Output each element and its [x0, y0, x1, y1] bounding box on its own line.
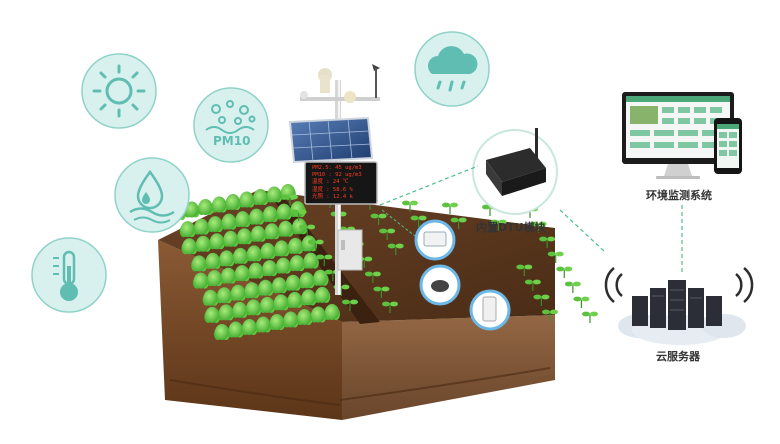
lettuce-plant	[211, 196, 228, 213]
sprout-plant	[370, 213, 387, 225]
lettuce-plant	[231, 301, 248, 318]
lettuce-plant	[216, 287, 233, 304]
sprout-plant	[442, 202, 458, 214]
sprout-plant	[402, 200, 418, 212]
sprout-plant	[387, 243, 404, 255]
lettuce-plant	[220, 213, 237, 230]
lettuce-plant	[314, 286, 331, 303]
lettuce-plant	[271, 277, 288, 294]
monitoring-screens	[622, 92, 742, 179]
humidity-drop-icon	[114, 157, 190, 233]
thermometer-icon	[31, 237, 107, 313]
lettuce-plant	[238, 191, 255, 208]
lettuce-plant	[248, 208, 265, 225]
lettuce-plant	[262, 206, 279, 223]
lettuce-plant	[181, 238, 198, 255]
sprout-plant	[364, 271, 381, 283]
lettuce-plant	[296, 309, 313, 325]
sprout-plant	[450, 217, 467, 229]
lettuce-plant	[243, 282, 260, 299]
sprout-plant	[342, 299, 358, 311]
lettuce-plant	[266, 186, 283, 203]
lettuce-plant	[204, 306, 221, 323]
lettuce-plant	[191, 255, 208, 272]
sprout-plant	[382, 301, 398, 313]
sun-icon	[81, 53, 157, 129]
lettuce-plant	[282, 311, 299, 328]
lettuce-plant	[259, 242, 276, 259]
lettuce-plant	[275, 203, 292, 220]
led-row: 湿度 : 58.6 %	[312, 186, 353, 193]
sensor-callouts	[381, 209, 511, 331]
lettuce-plant	[269, 314, 285, 330]
wind-vane-icon	[372, 64, 380, 71]
lettuce-plant	[286, 291, 303, 308]
lettuce-plant	[214, 324, 230, 340]
sprout-plant	[524, 279, 541, 291]
led-display-text: PM2.5: 45 ug/m3 PM10 : 92 ug/m3 温度 : 24 …	[312, 165, 362, 201]
sprout-plant	[410, 215, 427, 227]
sprout-plant	[582, 311, 598, 323]
sprout-plant	[533, 294, 550, 306]
dtu-module	[472, 128, 558, 215]
lettuce-plant	[300, 289, 317, 306]
sprout-plant	[290, 209, 307, 221]
sprout-plant	[490, 219, 507, 231]
led-display	[304, 161, 378, 205]
led-row: 温度 : 24 ℃	[312, 179, 349, 186]
sprout-plant	[282, 194, 298, 206]
led-row: 光照 : 12.4 k	[312, 193, 353, 200]
lettuce-plant	[225, 194, 241, 210]
rain-cloud-icon	[414, 31, 490, 107]
lettuce-plant	[250, 225, 267, 242]
cloud-server	[604, 267, 754, 345]
lettuce-plant	[206, 270, 223, 287]
lettuce-plant	[324, 304, 340, 320]
sprout-plant	[530, 221, 547, 233]
lettuce-plant	[197, 199, 214, 215]
lettuce-plant	[257, 279, 274, 296]
led-row: PM2.5: 45 ug/m3	[312, 165, 362, 171]
sprout-plant	[556, 266, 573, 278]
wifi-signal-icon	[604, 267, 754, 303]
lettuce-plant	[275, 257, 292, 274]
lettuce-plant	[241, 319, 258, 335]
lettuce-plant	[287, 237, 304, 254]
lettuce-plant	[245, 299, 262, 316]
monitor-system-label: 环境监测系统	[646, 189, 712, 202]
connection-lines	[379, 165, 683, 272]
sprout-plant	[516, 264, 533, 276]
lettuce-plant	[232, 247, 249, 264]
lettuce-plant	[312, 269, 329, 286]
weather-station	[288, 64, 380, 295]
cloud-server-label: 云服务器	[656, 350, 700, 363]
lettuce-plants	[170, 184, 340, 340]
sprout-plant	[539, 236, 556, 248]
sprout-plant	[542, 309, 558, 321]
pm10-icon	[193, 87, 269, 163]
solar-panel	[288, 116, 374, 164]
led-row: PM10 : 92 ug/m3	[312, 172, 362, 179]
pm10-icon-label: PM10	[213, 134, 251, 148]
sprout-plant	[316, 254, 333, 266]
sprout-plant	[307, 239, 324, 251]
sprout-plant	[564, 281, 581, 293]
sprout-plant	[373, 286, 390, 298]
sprout-plant	[379, 228, 396, 240]
sprout-plant	[299, 224, 316, 236]
sprout-plant	[547, 251, 564, 263]
sprout-plant	[573, 296, 590, 308]
lettuce-plant	[310, 306, 327, 323]
lettuce-plant	[273, 240, 290, 257]
dtu-module-label: 内置DTU模块	[476, 221, 546, 234]
lettuce-plant	[302, 252, 319, 269]
